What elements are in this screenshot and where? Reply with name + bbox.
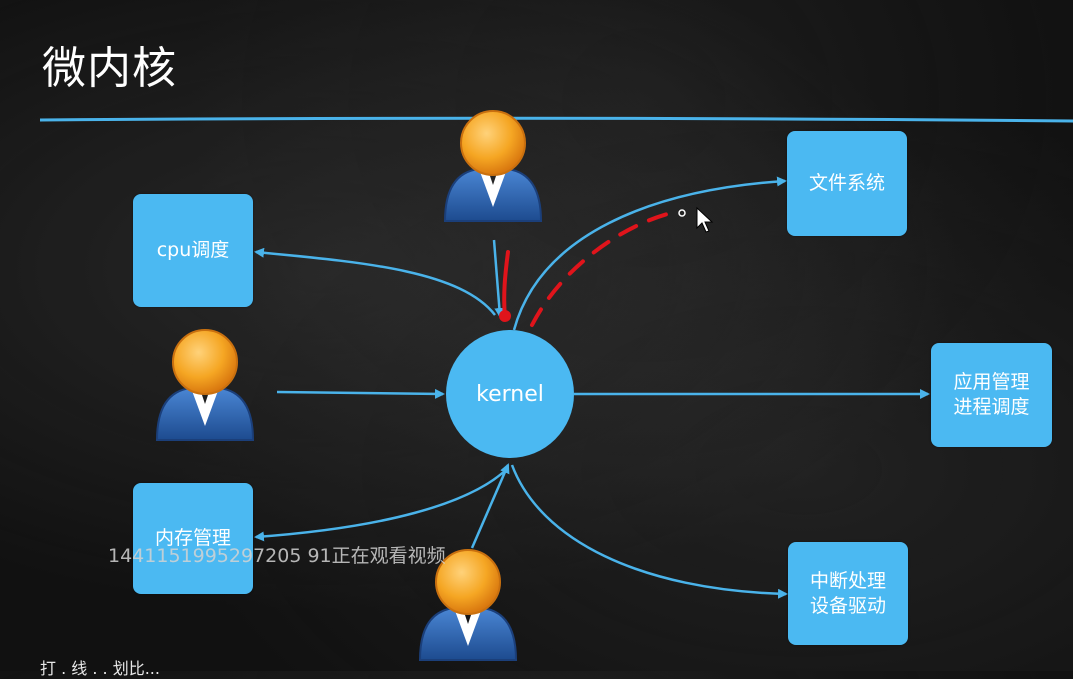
kernel-node: kernel [446, 330, 574, 458]
kernel-label: kernel [476, 381, 544, 407]
arrow-kernel-to-mem [254, 467, 509, 542]
annotation-down-stroke [502, 250, 510, 320]
page-title: 微内核 [42, 43, 177, 94]
arrow-kernel-to-irq [510, 464, 788, 599]
node-cpu-label: cpu调度 [156, 239, 230, 261]
annotation-dashed-curve [530, 210, 677, 327]
annotation-dot [499, 310, 511, 322]
subtitle-fragment: 打 . 线 . . 划比... [40, 659, 160, 678]
node-app-label-1: 应用管理 [953, 371, 1030, 393]
node-memory-management: 内存管理 [133, 483, 253, 594]
cursor-icon [696, 206, 714, 233]
separator-line [39, 116, 1073, 123]
node-irq-label-1: 中断处理 [809, 569, 886, 592]
node-mem-label: 内存管理 [154, 527, 231, 549]
cursor-dot-icon [678, 209, 686, 217]
node-irq-label-2: 设备驱动 [809, 594, 886, 617]
node-file-system: 文件系统 [787, 131, 907, 236]
node-fs-label: 文件系统 [808, 172, 885, 194]
node-app-process: 应用管理 进程调度 [931, 343, 1052, 447]
arrow-user-top-to-kernel [492, 239, 505, 318]
arrow-kernel-to-cpu [254, 247, 496, 316]
arrow-user-left-to-kernel [276, 388, 445, 399]
arrow-kernel-to-fs [512, 176, 787, 331]
node-cpu-scheduling: cpu调度 [133, 194, 253, 307]
user-icon-top [444, 110, 542, 222]
viewer-watermark: 1441151995297205 91正在观看视频 [108, 545, 446, 567]
node-interrupt-driver: 中断处理 设备驱动 [788, 542, 908, 645]
arrow-user-bottom-to-kernel [470, 463, 510, 549]
node-app-label-2: 进程调度 [953, 396, 1030, 418]
user-icon-left [156, 329, 254, 441]
